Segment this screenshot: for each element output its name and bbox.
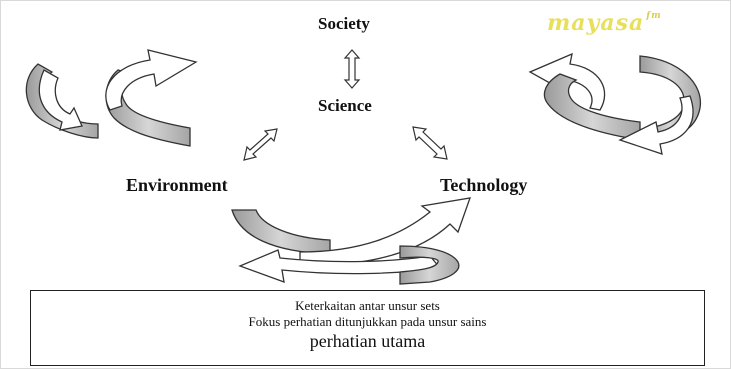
node-science: Science <box>318 96 372 115</box>
left-cycle-arrows <box>25 49 198 147</box>
caption-line-3: perhatian utama <box>309 331 426 351</box>
node-society: Society <box>318 14 370 33</box>
caption-line-2: Fokus perhatian ditunjukkan pada unsur s… <box>248 314 487 329</box>
science-technology-arrow <box>412 126 448 160</box>
bottom-cycle-arrows <box>231 197 471 285</box>
caption-line-1: Keterkaitan antar unsur sets <box>295 298 440 313</box>
caption-box: Keterkaitan antar unsur sets Fokus perha… <box>30 290 705 366</box>
society-science-arrow <box>343 49 361 89</box>
right-cycle-arrows <box>528 52 702 155</box>
science-environment-arrow <box>243 128 278 161</box>
node-technology: Technology <box>440 175 528 195</box>
node-environment: Environment <box>126 175 228 195</box>
